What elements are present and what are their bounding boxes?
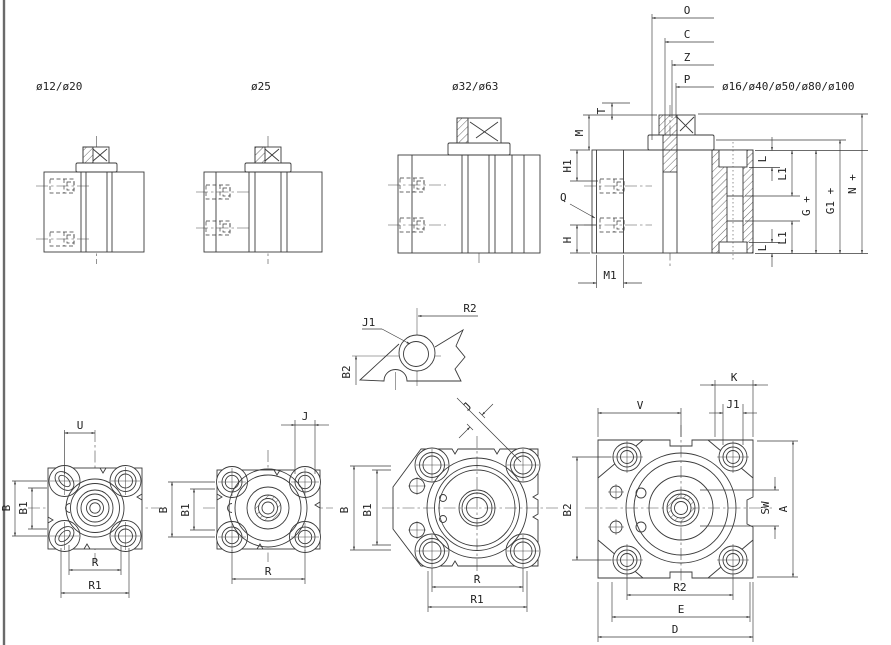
dim-label-B1-v2: B1 [179,503,192,516]
section-view-o32-o63: ø32/ø63 [388,80,541,266]
dim-label-B1-v3: B1 [361,503,374,516]
dim-label-B-v3: B [338,506,351,513]
dim-label-A: A [777,505,790,512]
dim-label-N: N + [846,174,859,194]
dim-label-L1-top: L1 [776,167,789,180]
dim-label-K: K [731,371,738,384]
dims-view4-right: L L1 L1 L G + G1 + N + [698,113,868,267]
front-view-o12-o20: U B B1 R R1 [0,419,162,598]
dim-label-G: G + [800,196,813,216]
dim-label-L-top: L [756,155,769,162]
front-view-o16-o100: V K J1 B2 SW A R2 E D [561,371,798,642]
view3-title: ø32/ø63 [452,80,498,93]
dim-label-J1-detail: J1 [362,316,375,329]
dim-label-J-v3: J [461,400,475,414]
dim-label-R2-detail: R2 [463,302,476,315]
front-view-o25: J B B1 R [157,410,333,584]
dim-label-SW: SW [759,501,772,515]
dim-label-B1-v1: B1 [17,501,30,514]
dims-view4-left: M H1 H Q M1 [560,114,657,288]
dim-label-Q: Q [560,191,567,204]
dim-label-R2-v4: R2 [673,581,686,594]
dim-label-E: E [678,603,685,616]
view1-title: ø12/ø20 [36,80,82,93]
dim-label-L1-bottom: L1 [776,231,789,244]
dim-label-B2-detail: B2 [340,365,353,378]
dim-label-B-v1: B [0,504,13,511]
dim-label-J-v2: J [302,410,309,423]
dim-label-H: H [561,237,574,244]
dim-label-B-v2: B [157,506,170,513]
dim-label-G1: G1 + [824,187,837,214]
dim-label-T: T [595,107,608,114]
dim-label-R1-v1: R1 [88,579,101,592]
section-view-o16-o100: ø16/ø40/ø50/ø80/ø100 [584,80,854,266]
dim-label-V: V [637,399,644,412]
dim-label-R-v1: R [92,556,99,569]
front-view-o32-o63: J B B1 R R1 [338,397,560,612]
dim-label-D: D [672,623,679,636]
view4-title: ø16/ø40/ø50/ø80/ø100 [722,80,854,93]
section-view-o25: ø25 [196,80,323,264]
dim-label-O: O [684,4,691,17]
dim-label-H1: H1 [561,159,574,172]
dim-label-R1-v3: R1 [470,593,483,606]
dim-label-Z: Z [684,51,691,64]
dims-view4-top: O C Z P T [595,4,714,140]
dim-label-P: P [684,73,691,86]
dim-label-M: M [573,129,586,136]
corner-lug-detail-view: R2 J1 B2 [340,302,478,390]
view2-title: ø25 [251,80,271,93]
dim-label-R-v3: R [474,573,481,586]
dim-label-B2-v4: B2 [561,503,574,516]
dim-label-C: C [684,28,691,41]
dim-label-J1-v4: J1 [726,398,739,411]
dim-label-M1: M1 [603,269,616,282]
dim-label-U: U [77,419,84,432]
dim-label-L-bottom: L [756,244,769,251]
dim-label-R-v2: R [265,565,272,578]
section-view-o12-o20: ø12/ø20 [36,80,145,264]
